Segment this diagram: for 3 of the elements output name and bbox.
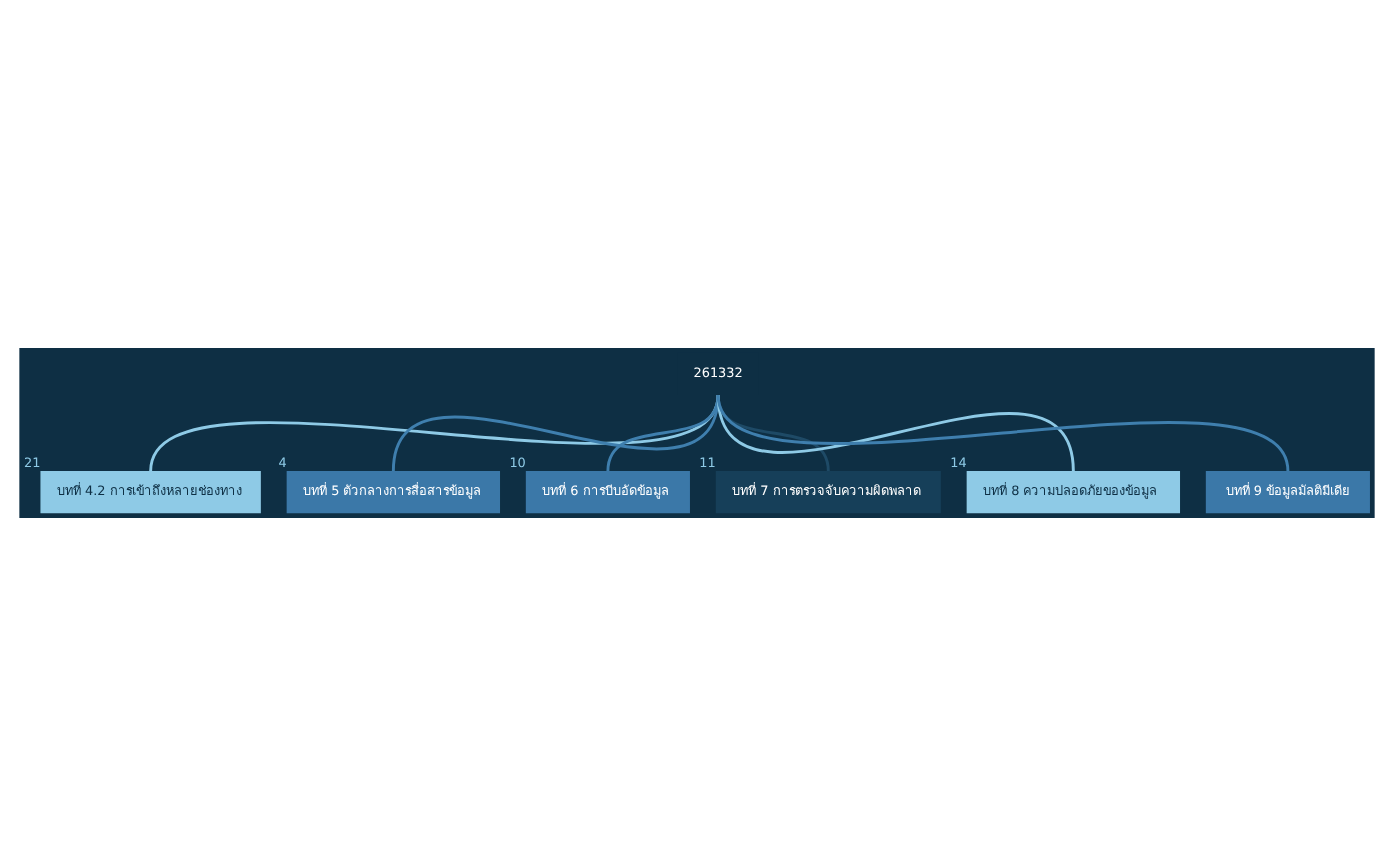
connector	[391, 393, 720, 471]
connector	[149, 393, 720, 471]
connector	[606, 393, 720, 471]
